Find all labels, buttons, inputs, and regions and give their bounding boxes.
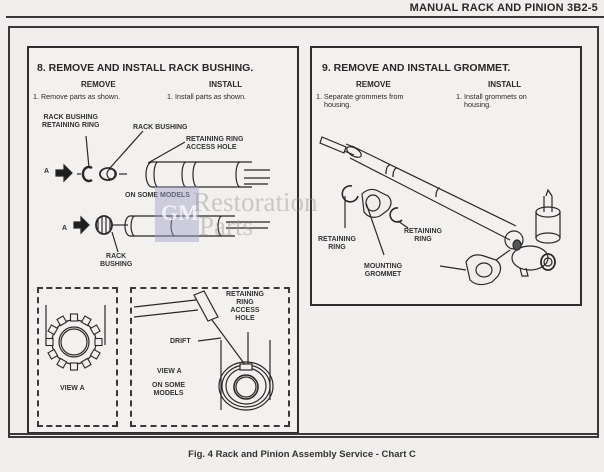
washer-tooth [89, 324, 101, 336]
figure-caption: Fig. 4 Rack and Pinion Assembly Service … [188, 449, 416, 460]
page-header-title: MANUAL RACK AND PINION 3B2-5 [409, 2, 598, 14]
watermark-text: Restoration Parts [193, 187, 318, 241]
install-step-1: 1. Install parts as shown. [167, 92, 247, 101]
washer-tooth [80, 315, 92, 327]
label-retaining-ring-access-hole-view: RETAINING RING ACCESS HOLE [226, 291, 264, 322]
rack-housing-upper [145, 161, 252, 188]
label-rack-bushing-lower: RACK BUSHING [100, 253, 133, 268]
washer-tooth [47, 324, 59, 336]
view-a-right-label: VIEW A [157, 368, 182, 375]
label-on-some-models: ON SOME MODELS [125, 192, 190, 199]
panel-8-title: 8. REMOVE AND INSTALL RACK BUSHING. [37, 62, 254, 74]
washer-tooth [69, 362, 79, 371]
panel-9-title: 9. REMOVE AND INSTALL GROMMET. [322, 62, 511, 74]
housing-end-rings-icon [218, 361, 274, 411]
label-drift: DRIFT [170, 338, 191, 345]
watermark-badge: GM [155, 186, 199, 242]
view-a-right-sublabel: ON SOME MODELS [152, 382, 186, 397]
drift-tool-icon [193, 290, 247, 367]
remove-step-9: 1. Separate grommets from housing. [316, 92, 404, 109]
label-retaining-ring-access-hole: RETAINING RING ACCESS HOLE [186, 136, 244, 151]
washer-tooth [69, 313, 79, 322]
washer-tooth [45, 337, 54, 347]
washer-tooth [56, 315, 68, 327]
washer-tooth [47, 348, 59, 360]
remove-heading-9: REMOVE [356, 80, 391, 89]
header-rule [6, 16, 604, 18]
label-retaining-ring-left: RETAINING RING [318, 236, 356, 251]
install-heading: INSTALL [209, 80, 243, 89]
washer-tooth [56, 357, 68, 369]
retaining-ring-right-icon [389, 207, 403, 223]
view-a-right-box [130, 287, 290, 427]
view-a-left-box [37, 287, 118, 427]
view-a-left-label: VIEW A [60, 385, 85, 392]
arrow-a-icon-2 [73, 215, 90, 235]
retaining-ring-left-icon [341, 185, 359, 203]
label-rack-bushing: RACK BUSHING [133, 124, 188, 131]
label-arrow-a: A [44, 168, 50, 175]
washer-tooth [80, 357, 92, 369]
figure-frame [8, 26, 599, 438]
label-mounting-grommet: MOUNTING GROMMET [364, 263, 403, 278]
rack-tube-icon [319, 136, 517, 241]
install-step-9: 1. Install grommets on housing. [456, 92, 527, 109]
arrow-a-icon [55, 163, 73, 183]
install-heading-9: INSTALL [488, 80, 522, 89]
figure-bottom-rule [8, 433, 599, 435]
remove-step-1: 1. Remove parts as shown. [33, 92, 121, 101]
mounting-grommet-lower-icon [465, 254, 502, 286]
label-retaining-ring-right: RETAINING RING [404, 228, 442, 243]
remove-heading: REMOVE [81, 80, 116, 89]
washer-tooth [89, 348, 101, 360]
label-rack-bushing-retaining-ring: RACK BUSHING RETAINING RING [42, 114, 100, 129]
panel-grommet: 9. REMOVE AND INSTALL GROMMET. REMOVE IN… [310, 46, 582, 306]
rack-housing-lower [124, 215, 270, 237]
rack-bushing-icon [99, 167, 117, 181]
label-arrow-a-2: A [62, 225, 68, 232]
pinion-housing-icon [504, 188, 561, 277]
washer-tooth [94, 337, 103, 347]
